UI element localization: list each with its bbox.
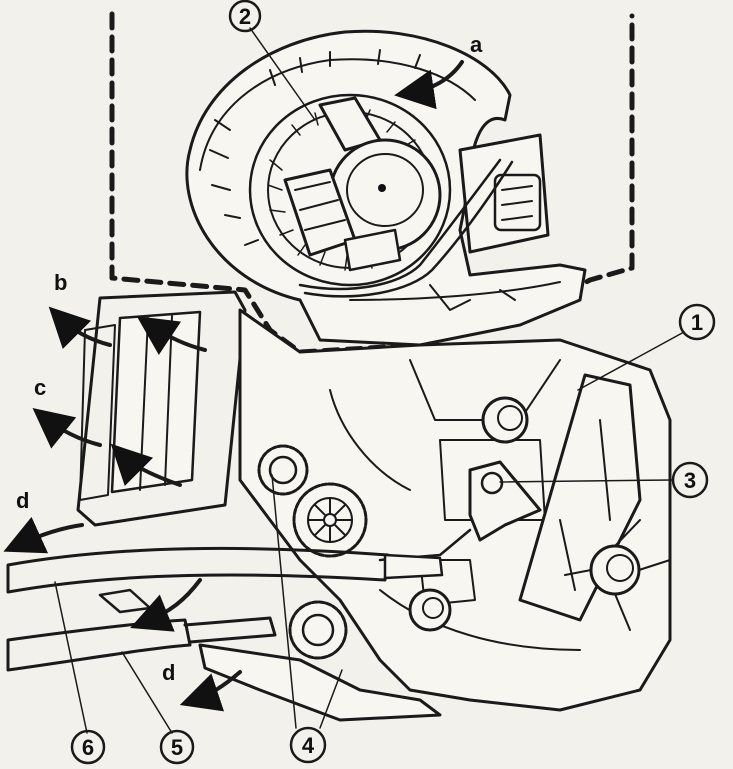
callout-1: 1	[678, 303, 716, 341]
flow-label-d-bottom: d	[162, 660, 175, 685]
leader-line-3	[499, 479, 673, 483]
callout-1-label: 1	[691, 310, 703, 335]
flap-lever	[378, 460, 542, 562]
leader-line-2	[249, 27, 316, 121]
callout-3: 3	[671, 461, 709, 499]
callout-6: 6	[70, 729, 106, 765]
blower-motor	[283, 96, 442, 272]
cabin-filter-housing	[76, 290, 247, 527]
gear-wheel-mid	[292, 482, 368, 558]
leader-line-5	[121, 651, 173, 734]
airflow-arrow-c-inner	[110, 443, 182, 487]
flow-label-c: c	[34, 375, 46, 400]
flap-actuator-lower	[564, 519, 671, 631]
flap-actuator-upper	[481, 396, 529, 444]
leader-line-1	[577, 331, 685, 391]
flap-actuator-bottom	[408, 588, 452, 632]
airflow-arrow-b-outer	[48, 306, 112, 350]
leader-line-6	[54, 581, 88, 734]
airflow-arrow-d-middle	[130, 578, 202, 632]
airflow-arrow-b-inner	[136, 316, 207, 355]
callout-2-label: 2	[239, 4, 251, 29]
airflow-arrow-a	[394, 60, 464, 110]
callout-6-label: 6	[82, 735, 94, 760]
flow-label-d-left: d	[16, 488, 29, 513]
callout-3-label: 3	[684, 468, 696, 493]
callout-leaders	[54, 27, 685, 734]
flow-label-b: b	[54, 270, 67, 295]
callout-4: 4	[289, 726, 327, 764]
callout-4-label: 4	[302, 733, 315, 758]
leader-line-4a	[271, 474, 297, 729]
airflow-arrow-c-outer	[32, 408, 102, 449]
callout-5-label: 5	[171, 735, 183, 760]
airflow-arrows	[3, 60, 464, 712]
heater-pipe-upper	[6, 546, 390, 594]
airflow-arrow-d-left	[3, 516, 84, 554]
leader-line-4b	[319, 669, 343, 729]
flow-label-a: a	[470, 32, 483, 57]
callout-5: 5	[159, 729, 195, 765]
gear-upper	[257, 444, 309, 496]
resistor-connector	[298, 133, 550, 298]
gear-lower	[288, 600, 348, 660]
heater-pipe-lower	[6, 616, 277, 672]
airflow-arrow-d-bottom	[179, 670, 242, 712]
callout-2: 2	[228, 0, 262, 33]
